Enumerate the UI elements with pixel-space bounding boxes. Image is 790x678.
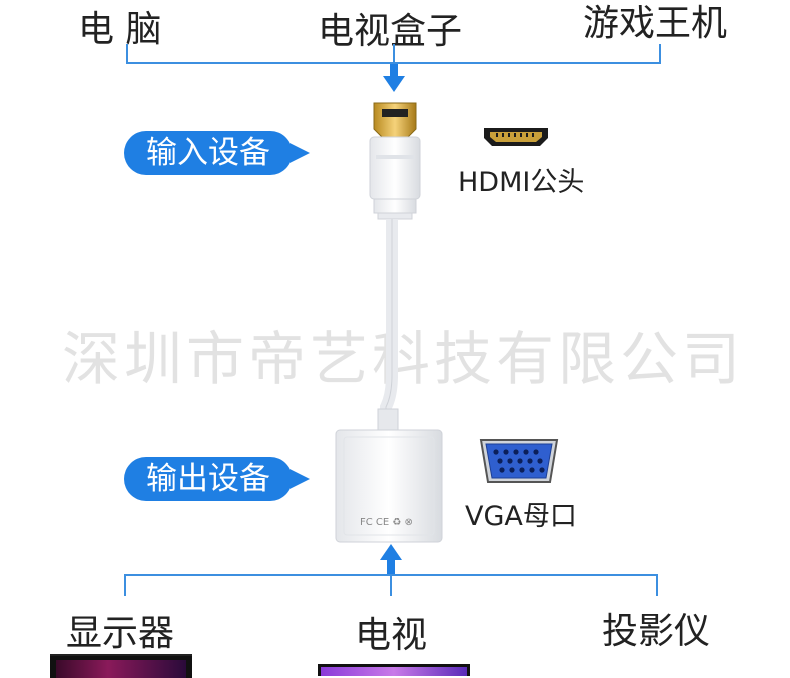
top-device-game-console: 游戏王机 bbox=[583, 3, 728, 44]
top-bracket-right-tick bbox=[659, 44, 661, 64]
adapter-certification-marks: FC CE ♻ ⊗ bbox=[360, 517, 413, 528]
top-bracket-left-tick bbox=[126, 44, 128, 64]
top-bracket-mid-tick bbox=[393, 44, 395, 64]
hdmi-male-label: HDMI公头 bbox=[458, 167, 585, 198]
output-device-badge: 输出设备 bbox=[124, 457, 310, 501]
bottom-device-tv: 电视 bbox=[355, 615, 428, 656]
input-device-badge: 输入设备 bbox=[124, 131, 310, 175]
bottom-bracket-right-tick bbox=[656, 574, 658, 596]
top-device-computer: 电 脑 bbox=[78, 9, 162, 50]
top-device-tv-box: 电视盒子 bbox=[318, 11, 463, 52]
adapter-cable-illustration bbox=[335, 102, 443, 543]
arrow-up-icon bbox=[380, 544, 402, 574]
bottom-bracket-left-tick bbox=[124, 574, 126, 596]
hdmi-connector-icon bbox=[484, 128, 548, 146]
bottom-device-projector: 投影仪 bbox=[602, 611, 711, 652]
vga-female-label: VGA母口 bbox=[465, 501, 577, 532]
tv-image bbox=[318, 664, 470, 676]
arrow-down-icon bbox=[383, 64, 405, 92]
monitor-image bbox=[50, 654, 192, 678]
vga-port-icon bbox=[479, 439, 559, 483]
bottom-bracket-mid-tick bbox=[390, 574, 392, 596]
bottom-device-monitor: 显示器 bbox=[66, 613, 175, 654]
watermark-company: 深圳市帝艺科技有限公司 bbox=[62, 325, 745, 393]
